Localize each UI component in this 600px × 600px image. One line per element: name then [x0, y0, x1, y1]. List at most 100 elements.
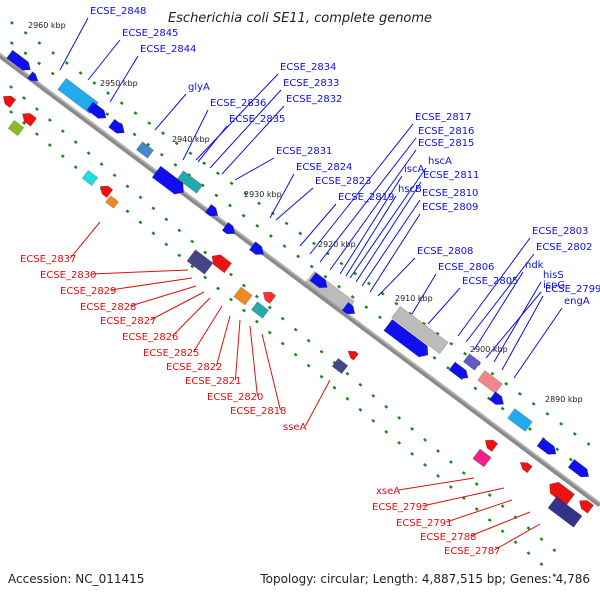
forward-gene	[477, 370, 503, 394]
reverse-gene-label: ECSE_2820	[207, 392, 263, 403]
reverse-gene	[262, 291, 277, 305]
forward-gene-label: hisS	[543, 270, 564, 281]
forward-gene	[6, 49, 31, 71]
reverse-gene	[484, 439, 499, 453]
kbp-tick-label: 2920 kbp	[318, 240, 356, 249]
forward-gene-label: ECSE_2809	[422, 202, 478, 213]
reverse-gene	[105, 195, 119, 209]
genome-backbone	[0, 52, 600, 508]
reverse-gene-label: ECSE_2787	[444, 546, 500, 557]
forward-gene	[27, 71, 39, 82]
forward-gene-label: ECSE_2845	[122, 28, 178, 39]
forward-label-leader	[234, 157, 275, 181]
forward-label-leader	[59, 17, 89, 71]
forward-label-leader	[465, 253, 535, 343]
forward-label-leader	[513, 307, 563, 379]
forward-gene-label: ECSE_2833	[283, 78, 339, 89]
forward-label-leader	[109, 55, 139, 103]
forward-label-leader	[473, 271, 524, 351]
reverse-gene-label: ECSE_2822	[166, 362, 222, 373]
genome-backbone-highlight	[0, 52, 600, 504]
forward-gene-label: hscB	[398, 184, 422, 195]
forward-gene-label: glyA	[188, 82, 210, 93]
reverse-gene	[549, 481, 576, 506]
reverse-gene	[579, 500, 595, 514]
forward-gene-label: ECSE_2832	[286, 94, 342, 105]
kbp-tick-label: 2950 kbp	[100, 79, 138, 88]
reverse-gene	[519, 462, 533, 474]
reverse-label-leader	[70, 221, 101, 259]
forward-gene-label: engA	[564, 296, 590, 307]
forward-gene	[567, 458, 590, 478]
genome-backbone-layer	[0, 52, 600, 508]
kbp-tick-label: 2940 kbp	[172, 135, 210, 144]
reverse-gene-label: ECSE_2792	[372, 502, 428, 513]
forward-label-leader	[319, 137, 417, 263]
kbp-tick-label: 2930 kbp	[244, 190, 282, 199]
feature-layer	[2, 49, 595, 528]
reverse-gene-label: ECSE_2830	[40, 270, 96, 281]
kbp-tick-label: 2900 kbp	[470, 345, 508, 354]
forward-gene-label: ECSE_2802	[536, 242, 592, 253]
reverse-label-leader	[172, 297, 211, 337]
forward-gene-label: ECSE_2808	[417, 246, 473, 257]
forward-gene	[507, 408, 533, 432]
forward-label-leader	[349, 167, 427, 279]
reverse-gene	[331, 357, 349, 375]
forward-gene	[536, 437, 557, 455]
forward-gene-label: ECSE_2799	[545, 284, 600, 295]
forward-label-leader	[197, 125, 228, 163]
reverse-gene-label: xseA	[376, 486, 400, 497]
tick-track	[0, 12, 591, 447]
topology-text: Topology: circular; Length: 4,887,515 bp…	[260, 572, 590, 586]
forward-gene-label: ECSE_2817	[415, 112, 471, 123]
forward-label-leader	[345, 195, 397, 277]
forward-label-leader	[485, 291, 542, 359]
reverse-gene	[99, 185, 114, 199]
reverse-label-leader	[422, 487, 505, 507]
accession-text: Accession: NC_011415	[8, 572, 145, 586]
reverse-label-leader	[90, 269, 189, 275]
forward-label-leader	[269, 173, 295, 219]
reverse-label-leader	[130, 285, 197, 307]
reverse-gene-label: ECSE_2825	[143, 348, 199, 359]
reverse-gene	[347, 350, 359, 361]
forward-gene	[57, 77, 99, 115]
reverse-gene-label: ECSE_2826	[122, 332, 178, 343]
forward-gene-label: ECSE_2805	[462, 276, 518, 287]
forward-gene-label: ECSE_2811	[423, 170, 479, 181]
forward-gene-label: ispG	[543, 280, 565, 291]
forward-gene-label: ECSE_2819	[338, 192, 394, 203]
kbp-tick-label: 2960 kbp	[28, 21, 66, 30]
reverse-gene	[547, 496, 583, 528]
tick-layer: 2960 kbp 2950 kbp 2940 kbp 2930 kbp 2920 kbp…	[0, 12, 591, 581]
forward-gene-label: ECSE_2806	[438, 262, 494, 273]
forward-gene	[135, 141, 155, 159]
reverse-gene-label: ECSE_2788	[420, 532, 476, 543]
reverse-gene-label: ECSE_2829	[60, 286, 116, 297]
map-title: Escherichia coli SE11, complete genome	[168, 11, 432, 26]
forward-label-leader	[182, 109, 209, 161]
reverse-label-leader	[234, 319, 241, 381]
forward-gene	[204, 203, 219, 217]
forward-gene-label: iscA	[404, 164, 424, 175]
reverse-label-leader	[304, 379, 331, 427]
forward-gene	[221, 221, 236, 235]
forward-label-leader	[221, 105, 285, 175]
kbp-tick-label: 2910 kbp	[395, 294, 433, 303]
forward-gene	[248, 241, 264, 255]
forward-gene-label: ECSE_2834	[280, 62, 336, 73]
forward-label-leader	[87, 39, 121, 81]
gene-label-layer: ECSE_2848ECSE_2845ECSE_2844glyAECSE_2834…	[20, 6, 600, 557]
forward-label-leader	[377, 257, 416, 297]
forward-gene-label: ECSE_2810	[422, 188, 478, 199]
forward-gene-label: ECSE_2831	[276, 146, 332, 157]
forward-label-leader	[457, 237, 531, 337]
reverse-gene	[81, 169, 99, 187]
reverse-label-leader	[446, 499, 513, 523]
reverse-gene	[2, 95, 17, 109]
reverse-gene	[7, 119, 25, 137]
reverse-label-leader	[398, 477, 475, 491]
